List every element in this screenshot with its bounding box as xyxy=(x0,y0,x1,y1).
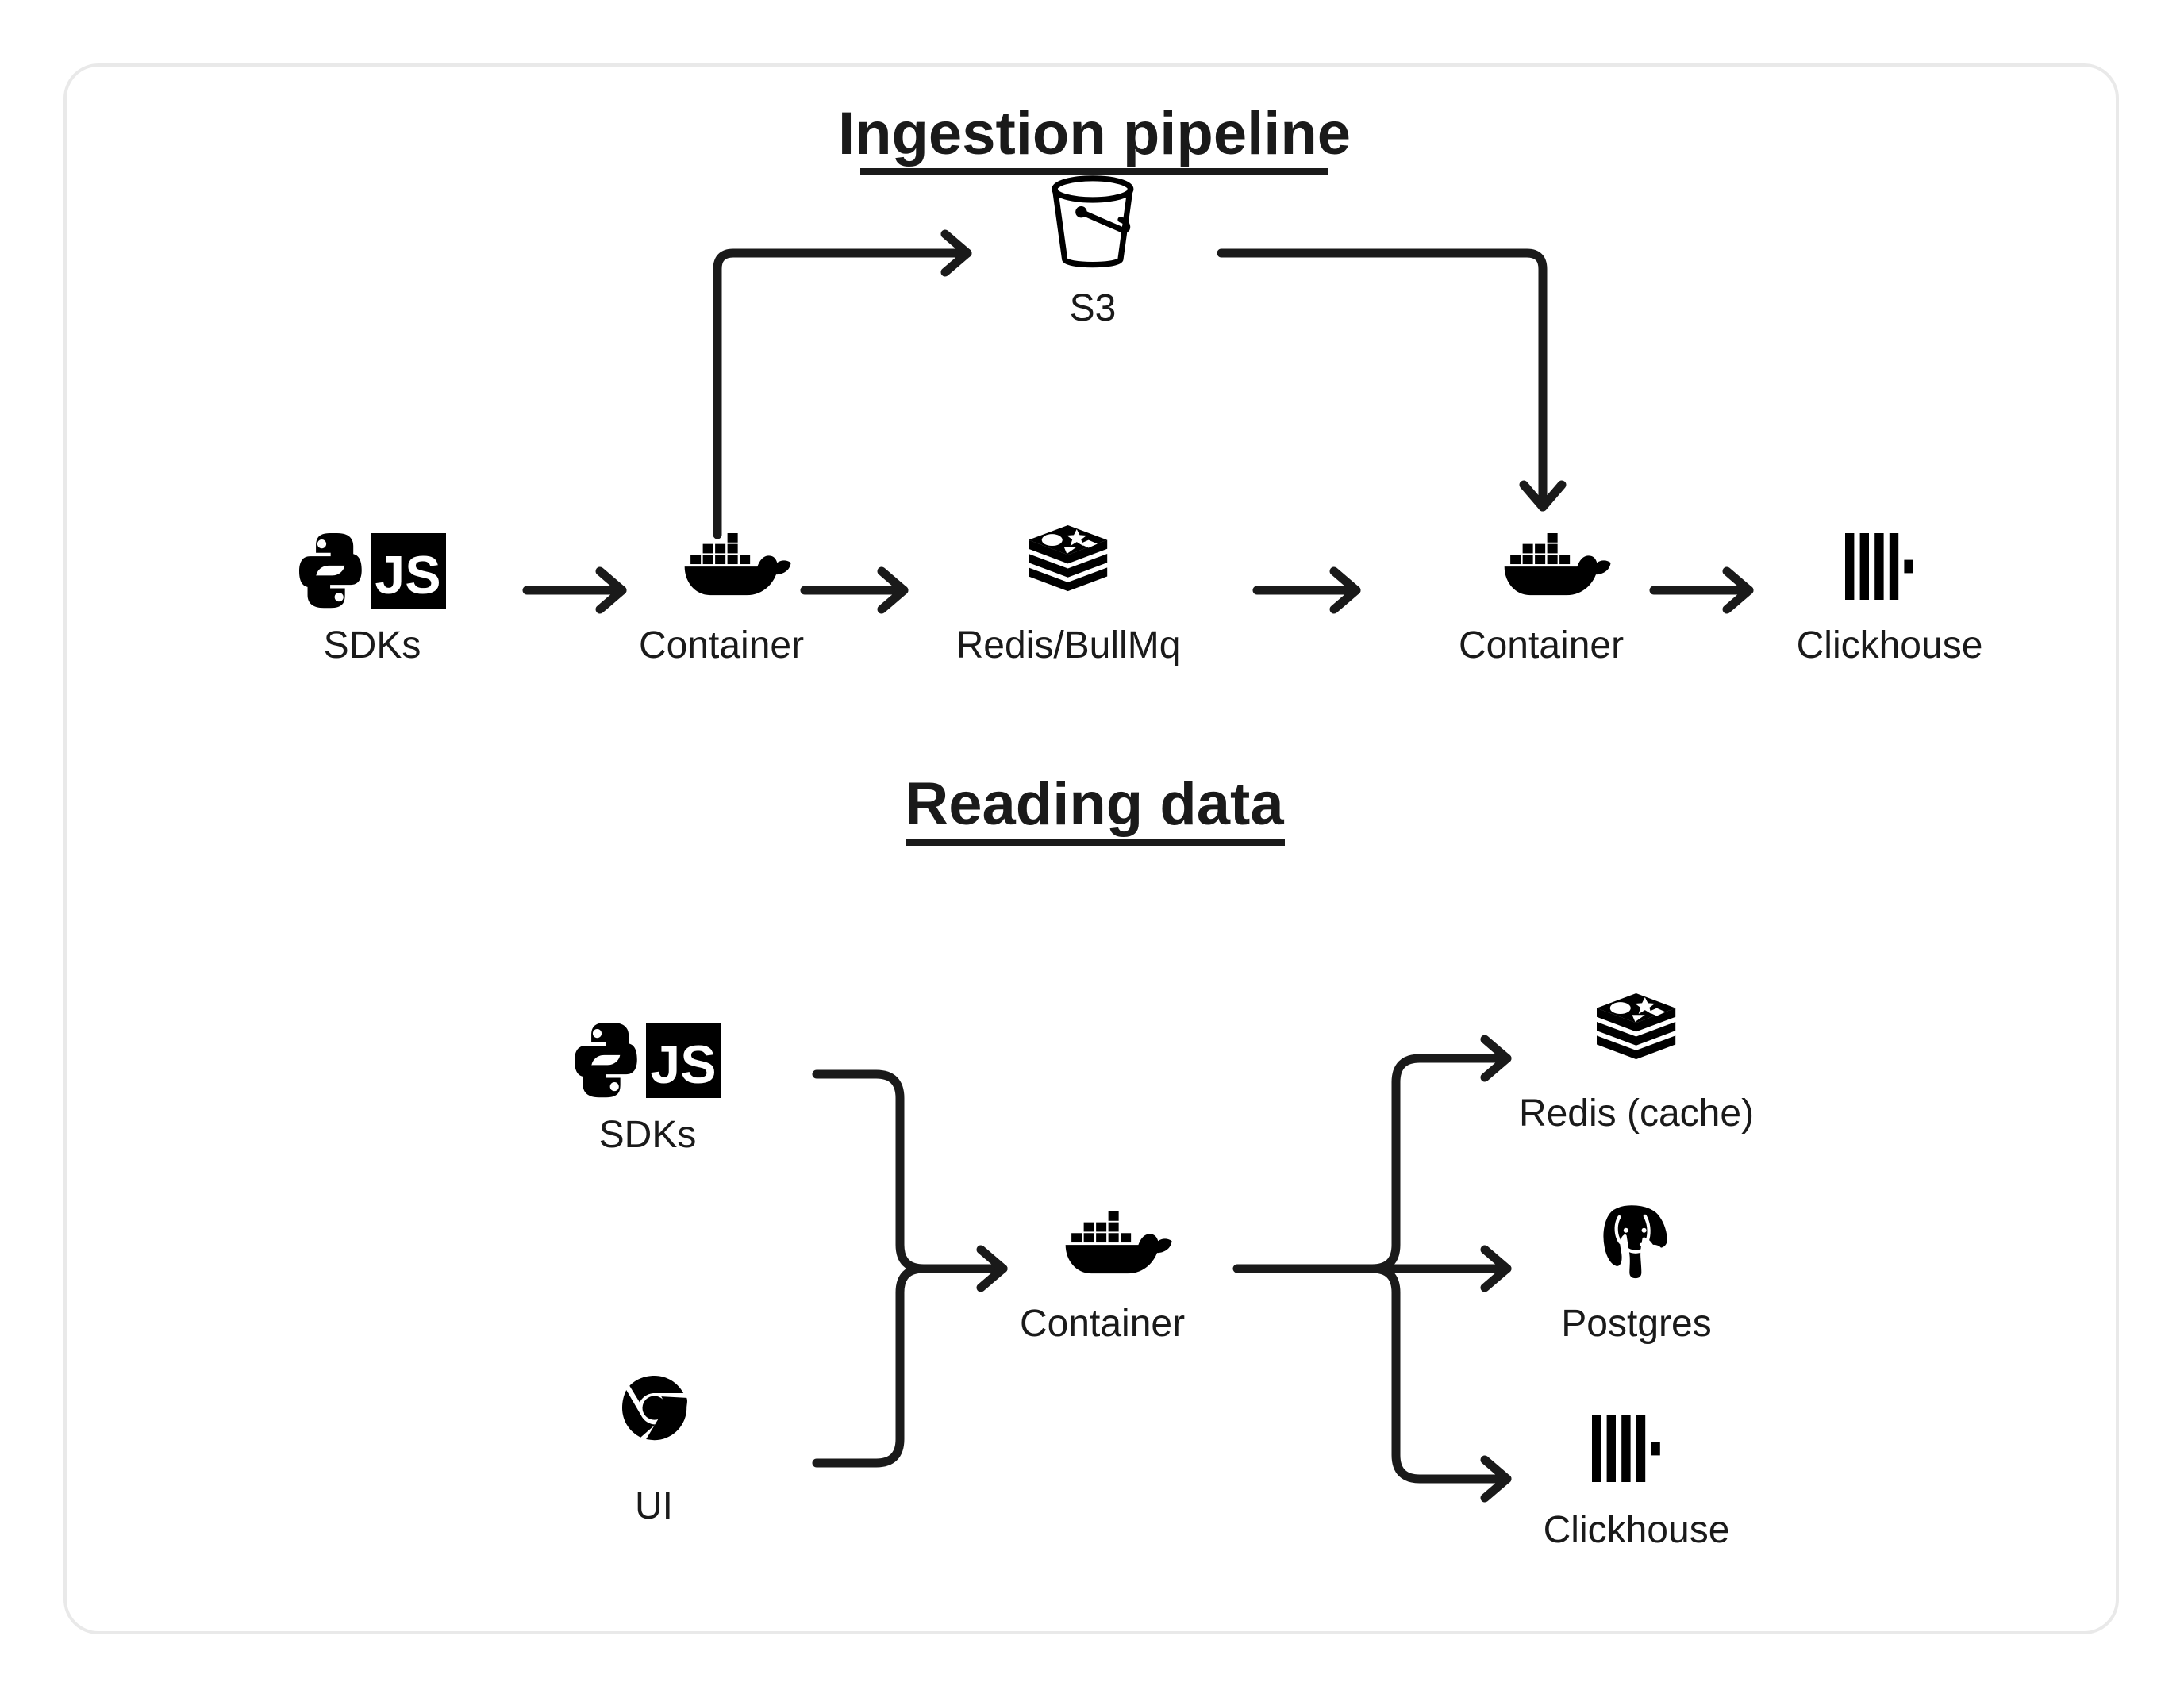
node-s3[interactable]: S3 xyxy=(1055,179,1131,329)
edge-container1-to-s3 xyxy=(713,248,972,539)
redis-stack-icon xyxy=(1597,993,1676,1060)
arrowhead-container1-redis xyxy=(877,566,909,614)
clickhouse-bars-icon xyxy=(1592,1415,1660,1482)
node-label-s3: S3 xyxy=(1070,287,1117,329)
node-label-clickhouse-1: Clickhouse xyxy=(1797,624,1983,666)
edge-container3-to-redis-cache xyxy=(1367,1054,1512,1273)
s3-bucket-icon xyxy=(1055,179,1131,265)
js-badge-label: JS xyxy=(650,1035,716,1095)
clickhouse-bars-icon xyxy=(1845,533,1913,600)
node-label-sdks-2: SDKs xyxy=(599,1114,697,1156)
docker-whale-icon xyxy=(1065,1211,1172,1274)
chrome-browser-icon xyxy=(622,1376,687,1441)
node-clickhouse-1[interactable]: Clickhouse xyxy=(1797,533,1983,666)
node-postgres[interactable]: Postgres xyxy=(1561,1204,1712,1345)
arrowhead-sdks-container1 xyxy=(595,566,627,614)
section-reading: Reading data xyxy=(575,770,1754,1551)
node-label-redis-cache: Redis (cache) xyxy=(1519,1092,1754,1135)
python-icon xyxy=(575,1023,637,1098)
edge-ui-to-container3 xyxy=(812,1264,1008,1468)
js-icon: JS xyxy=(646,1023,721,1098)
ingestion-connectors xyxy=(522,229,1754,614)
postgres-elephant-icon xyxy=(1601,1204,1668,1280)
section-title-underline-reading xyxy=(906,839,1285,846)
section-title-reading: Reading data xyxy=(905,770,1284,838)
docker-whale-icon xyxy=(684,533,791,596)
node-container-1[interactable]: Container xyxy=(639,533,804,666)
arrowhead-container3-postgres xyxy=(1480,1245,1512,1292)
js-badge-label: JS xyxy=(375,545,440,605)
js-icon: JS xyxy=(371,533,446,609)
edge-container3-to-clickhouse2 xyxy=(1367,1264,1512,1484)
node-label-container-2: Container xyxy=(1459,624,1624,666)
arrowhead-container1-s3 xyxy=(940,229,972,277)
arrowhead-s3-container2 xyxy=(1519,480,1567,512)
reading-connectors xyxy=(812,1035,1512,1503)
arrowhead-container2-clickhouse xyxy=(1722,566,1754,614)
arrowhead-container3-redis-cache xyxy=(1480,1035,1512,1082)
node-label-sdks-1: SDKs xyxy=(324,624,421,666)
arrowhead-container3-clickhouse2 xyxy=(1480,1455,1512,1503)
node-label-redis-bullmq: Redis/BullMq xyxy=(956,624,1181,666)
section-title-underline-ingestion xyxy=(860,168,1328,175)
node-label-container-3: Container xyxy=(1020,1303,1185,1345)
python-icon xyxy=(299,533,362,609)
section-title-ingestion: Ingestion pipeline xyxy=(838,100,1351,167)
edge-sdks2-to-container3 xyxy=(812,1069,1008,1273)
node-sdks-2[interactable]: JS SDKs xyxy=(575,1023,721,1156)
diagram-card: Ingestion pipeline xyxy=(63,63,2119,1634)
node-label-ui: UI xyxy=(635,1485,673,1527)
node-label-clickhouse-2: Clickhouse xyxy=(1544,1509,1730,1551)
node-container-2[interactable]: Container xyxy=(1459,533,1624,666)
edge-s3-to-container2 xyxy=(1217,248,1548,512)
arrowhead-redis-container2 xyxy=(1329,566,1361,614)
node-label-container-1: Container xyxy=(639,624,804,666)
node-ui[interactable]: UI xyxy=(622,1376,687,1527)
redis-stack-icon xyxy=(1029,525,1108,592)
node-sdks-1[interactable]: JS SDKs xyxy=(299,533,446,666)
node-container-3[interactable]: Container xyxy=(1020,1211,1185,1345)
node-redis-cache[interactable]: Redis (cache) xyxy=(1519,993,1754,1135)
section-ingestion: Ingestion pipeline xyxy=(299,100,1982,666)
node-redis-bullmq[interactable]: Redis/BullMq xyxy=(956,525,1181,666)
architecture-diagram: Ingestion pipeline xyxy=(299,100,1982,1551)
node-clickhouse-2[interactable]: Clickhouse xyxy=(1544,1415,1730,1551)
docker-whale-icon xyxy=(1504,533,1611,596)
arrowhead-merge-container3 xyxy=(976,1245,1008,1292)
node-label-postgres: Postgres xyxy=(1561,1303,1711,1345)
